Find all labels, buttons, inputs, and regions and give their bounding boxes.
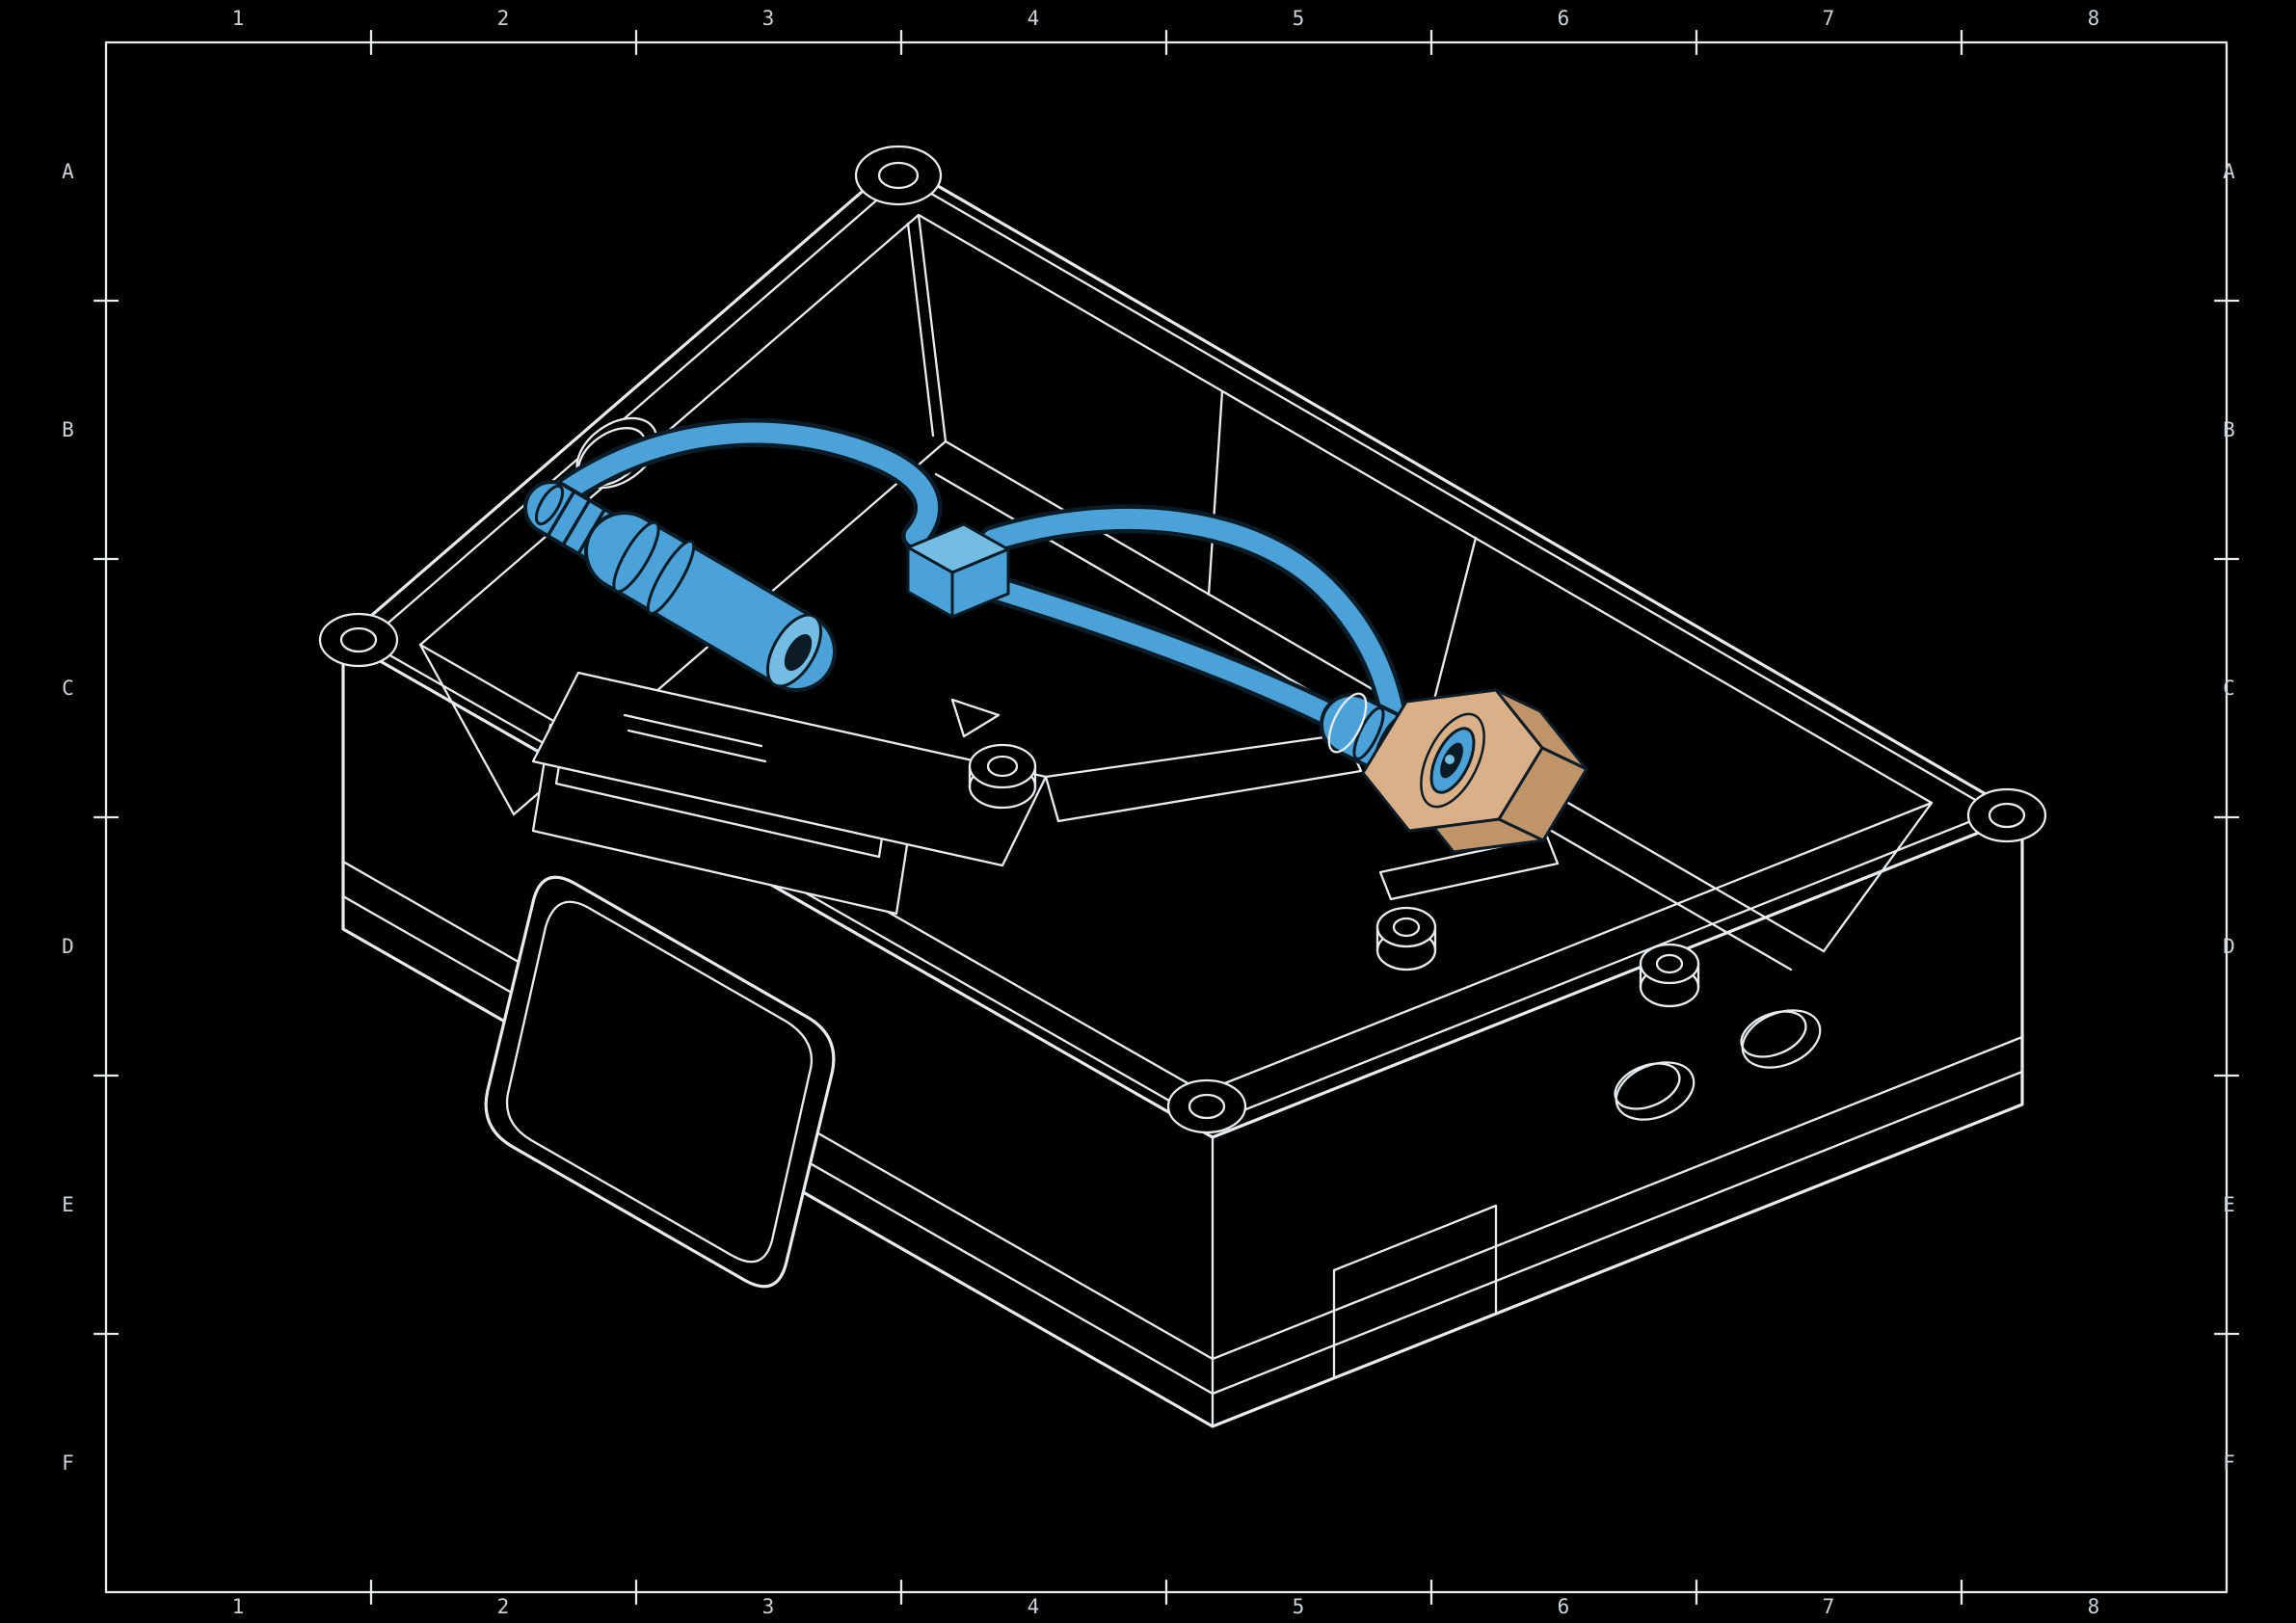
grid-ref-rows-left: A B C D E F <box>48 42 89 1592</box>
bracket-boss <box>968 743 1037 810</box>
bracket-plate <box>531 671 1048 867</box>
grid-ref-label: E <box>62 1193 75 1216</box>
grid-ref-label: 3 <box>761 1595 776 1618</box>
grid-ref-label: 3 <box>761 7 776 30</box>
corner-boss-front <box>1166 1078 1247 1134</box>
sheet-frame <box>93 29 2240 1606</box>
corner-boss-right <box>1966 787 2047 843</box>
grid-ref-label: A <box>62 160 75 183</box>
grid-ref-label: A <box>2223 160 2236 183</box>
grid-ref-label: 7 <box>1822 7 1836 30</box>
grid-ref-rows-right: A B C D E F <box>2209 42 2250 1592</box>
grid-ref-label: 8 <box>2087 1595 2101 1618</box>
grid-ref-label: 4 <box>1027 1595 1041 1618</box>
bracket-triangle-hole <box>950 698 1001 738</box>
corner-boss-left <box>318 612 399 668</box>
grid-ref-label: 7 <box>1822 1595 1836 1618</box>
grid-ref-label: 8 <box>2087 7 2101 30</box>
interior-wall-ribs <box>906 222 1478 724</box>
grid-ref-label: D <box>62 935 75 958</box>
grid-ref-label: B <box>62 418 75 441</box>
bracket-arm <box>1044 732 1363 823</box>
grid-ref-label: C <box>62 677 75 700</box>
wall-mounting-notch <box>1332 1204 1498 1378</box>
zone-ticks-columns <box>369 29 1963 1606</box>
cable-strand-connector <box>537 418 943 550</box>
enclosure <box>318 145 2047 1428</box>
cable-assembly <box>523 418 1589 854</box>
cable-strand-upper <box>978 504 1409 739</box>
grid-ref-label: C <box>2223 677 2236 700</box>
floor-standoff <box>1375 906 1437 971</box>
side-pocket-boss <box>484 875 836 1289</box>
grid-ref-label: 5 <box>1292 1595 1306 1618</box>
mounting-bracket <box>531 671 1363 867</box>
grid-ref-label: 6 <box>1557 7 1571 30</box>
grid-ref-label: B <box>2223 418 2236 441</box>
interior-corner-edges <box>418 213 2024 1428</box>
grid-ref-label: F <box>62 1451 75 1475</box>
inline-connector <box>523 480 837 692</box>
cable-strand-lower <box>978 573 1372 743</box>
wall-oval-hole <box>1614 1061 1695 1121</box>
grid-ref-label: 2 <box>496 1595 511 1618</box>
grid-ref-label: E <box>2223 1193 2236 1216</box>
zone-ticks-rows <box>93 299 2240 1336</box>
floor-standoff <box>1639 943 1700 1008</box>
border-rect <box>104 40 2229 1594</box>
grid-ref-columns-top: 1 2 3 4 5 6 7 8 <box>106 4 2227 33</box>
corner-boss-back <box>854 145 943 206</box>
grid-ref-label: F <box>2223 1451 2236 1475</box>
connector-pin <box>1445 755 1455 764</box>
grid-ref-label: 6 <box>1557 1595 1571 1618</box>
grid-ref-columns-bottom: 1 2 3 4 5 6 7 8 <box>106 1592 2227 1621</box>
gland-retainer-ring <box>1327 692 1368 754</box>
grid-ref-label: 1 <box>231 1595 246 1618</box>
bracket-slots <box>623 713 767 763</box>
grid-ref-label: 5 <box>1292 7 1306 30</box>
wall-oval-hole <box>1740 1009 1822 1069</box>
grid-ref-label: D <box>2223 935 2236 958</box>
grid-ref-label: 2 <box>496 7 511 30</box>
grid-ref-label: 4 <box>1027 7 1041 30</box>
gland-locknut <box>1361 688 1589 854</box>
ferrite-block <box>904 522 1012 620</box>
grid-ref-label: 1 <box>231 7 246 30</box>
